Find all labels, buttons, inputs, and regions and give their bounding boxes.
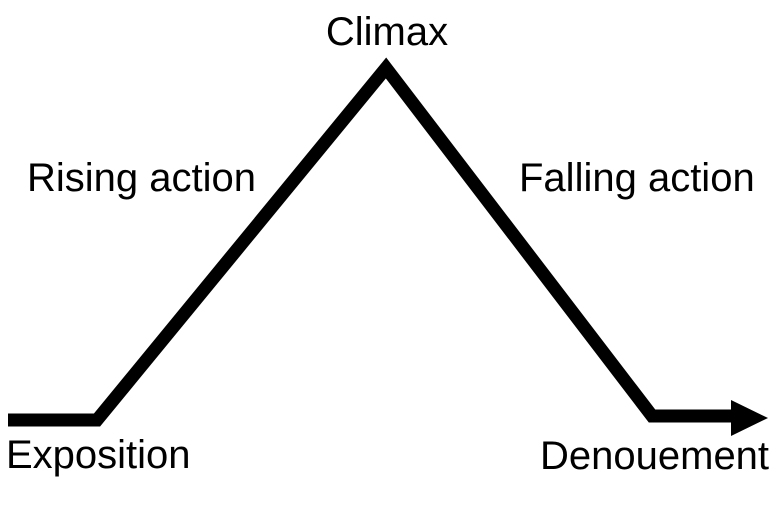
rising-action-label: Rising action	[27, 156, 257, 200]
story-arc-line	[8, 57, 741, 427]
denouement-label: Denouement	[540, 434, 770, 478]
arrowhead-icon	[731, 400, 768, 436]
exposition-label: Exposition	[6, 433, 191, 477]
climax-label: Climax	[325, 10, 449, 54]
falling-action-label: Falling action	[519, 156, 755, 200]
